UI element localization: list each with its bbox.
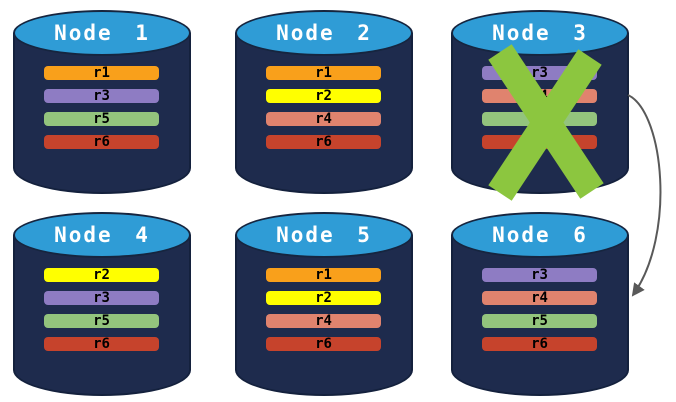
replica-bar: r4: [482, 291, 597, 305]
replica-list: r1 r3 r5 r6: [44, 66, 159, 149]
replica-bar: r4: [482, 89, 597, 103]
replica-bar: r2: [266, 89, 381, 103]
node-title: Node 3: [492, 21, 588, 45]
cylinder-top: Node 1: [13, 10, 191, 56]
replica-bar: r6: [44, 337, 159, 351]
node-title: Node 6: [492, 223, 588, 247]
replica-bar: r1: [266, 268, 381, 282]
node-cylinder: Node 3 r3 r4 r5 r6: [451, 10, 629, 201]
node-cylinder: Node 5 r1 r2 r4 r6: [235, 212, 413, 396]
replica-label: r5: [93, 313, 110, 329]
replica-label: r6: [315, 134, 332, 150]
node-title: Node 4: [54, 223, 150, 247]
replica-bar: r1: [44, 66, 159, 80]
replica-bar: r4: [266, 314, 381, 328]
node-cylinder: Node 1 r1 r3 r5 r6: [13, 10, 191, 194]
replica-label: r6: [93, 134, 110, 150]
replica-label: r3: [531, 65, 548, 81]
replica-label: r2: [315, 290, 332, 306]
replica-bar: r6: [44, 135, 159, 149]
replica-list: r1 r2 r4 r6: [266, 66, 381, 149]
node-title: Node 1: [54, 21, 150, 45]
cylinder-top: Node 3: [451, 10, 629, 56]
replica-bar: r3: [482, 268, 597, 282]
replica-label: r2: [93, 267, 110, 283]
replica-bar: r5: [482, 314, 597, 328]
node-title: Node 2: [276, 21, 372, 45]
replica-bar: r6: [482, 337, 597, 351]
replica-bar: r2: [266, 291, 381, 305]
replica-label: r2: [315, 88, 332, 104]
replica-label: r3: [93, 88, 110, 104]
replica-label: r1: [315, 65, 332, 81]
replica-label: r6: [315, 336, 332, 352]
replica-label: r6: [531, 336, 548, 352]
replica-list: r1 r2 r4 r6: [266, 268, 381, 351]
replica-bar: r5: [44, 112, 159, 126]
node-title: Node 5: [276, 223, 372, 247]
replica-label: r6: [93, 336, 110, 352]
replica-list: r2 r3 r5 r6: [44, 268, 159, 351]
replica-list: r3 r4 r5 r6: [482, 268, 597, 351]
replica-bar: r5: [482, 112, 597, 126]
replica-bar: r3: [44, 89, 159, 103]
replica-label: r4: [315, 313, 332, 329]
replica-bar: r5: [44, 314, 159, 328]
replica-label: r5: [531, 313, 548, 329]
replica-bar: r4: [266, 112, 381, 126]
cylinder-top: Node 4: [13, 212, 191, 258]
cylinder-top: Node 6: [451, 212, 629, 258]
replica-list: r3 r4 r5 r6: [482, 66, 597, 149]
replica-bar: r2: [44, 268, 159, 282]
replica-bar: r1: [266, 66, 381, 80]
replica-label: r4: [531, 88, 548, 104]
cylinder-top: Node 5: [235, 212, 413, 258]
replica-label: r5: [93, 111, 110, 127]
replica-label: r4: [531, 290, 548, 306]
node-cylinder: Node 2 r1 r2 r4 r6: [235, 10, 413, 194]
cylinder-top: Node 2: [235, 10, 413, 56]
node-cylinder: Node 4 r2 r3 r5 r6: [13, 212, 191, 396]
replica-label: r5: [531, 111, 548, 127]
replica-label: r3: [93, 290, 110, 306]
replica-bar: r3: [44, 291, 159, 305]
replica-bar: r6: [266, 337, 381, 351]
replica-label: r1: [315, 267, 332, 283]
replica-label: r3: [531, 267, 548, 283]
replica-label: r1: [93, 65, 110, 81]
replica-bar: r6: [482, 135, 597, 149]
replica-label: r6: [531, 134, 548, 150]
replica-label: r4: [315, 111, 332, 127]
replica-bar: r3: [482, 66, 597, 80]
node-cylinder: Node 6 r3 r4 r5 r6: [451, 212, 629, 396]
replica-bar: r6: [266, 135, 381, 149]
